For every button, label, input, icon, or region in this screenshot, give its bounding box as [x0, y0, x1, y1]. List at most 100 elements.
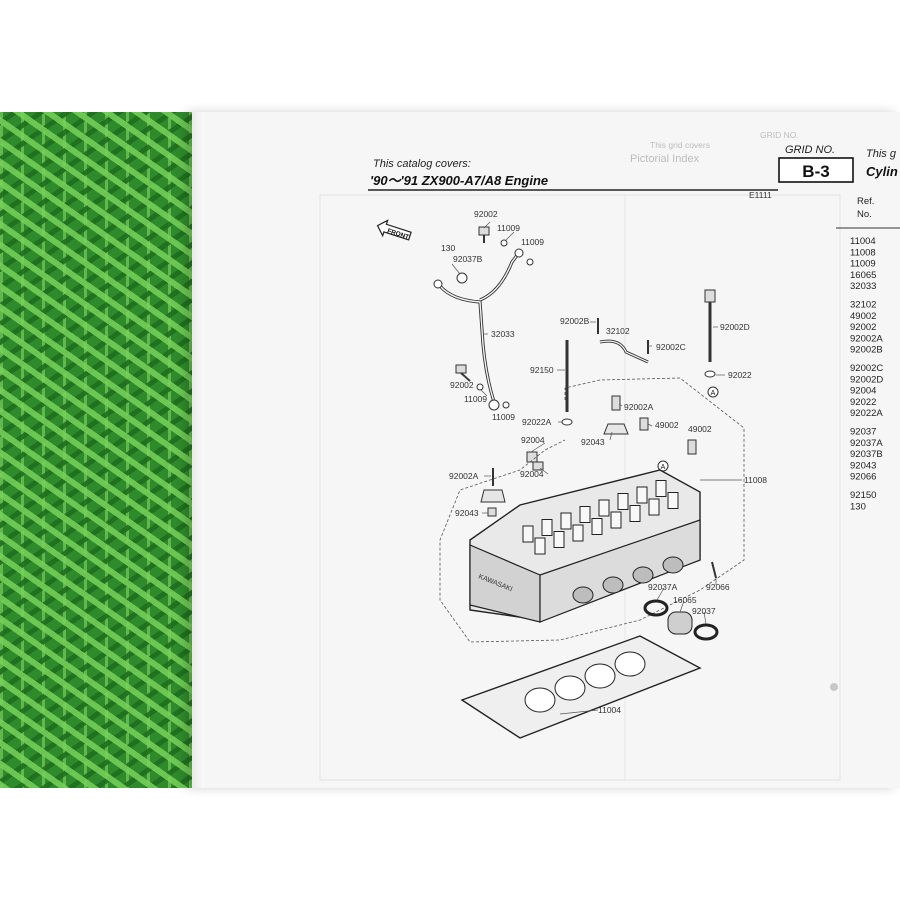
valve-lifter	[598, 499, 610, 517]
callout-A-circle-top	[707, 386, 719, 398]
ref-number-item: 92022	[850, 397, 876, 408]
plug-49002-b	[687, 439, 697, 455]
exhaust-port	[572, 586, 594, 604]
washer-11009-d	[502, 401, 510, 409]
valve-lifter	[629, 505, 641, 522]
label-92043-b: 92043	[455, 508, 479, 518]
valve-lifter	[579, 506, 591, 523]
ref-number-item: 92002D	[850, 374, 883, 385]
label-92022: 92022	[728, 370, 752, 380]
banjo-fitting-left	[433, 279, 443, 289]
valve-lifter	[655, 480, 667, 497]
label-92037B: 92037B	[453, 254, 483, 264]
valve-lifter	[667, 492, 679, 509]
valve-lifter	[534, 537, 546, 555]
grid-no-label: GRID NO.	[785, 144, 835, 156]
gasket-bore	[584, 663, 616, 689]
ref-number-item: 92150	[850, 490, 876, 501]
gasket-bore	[524, 687, 556, 713]
label-49002-b: 49002	[688, 424, 712, 434]
ref-number-item: 16065	[850, 270, 876, 281]
label-92004-b: 92004	[520, 469, 544, 479]
ref-number-item: 92037A	[850, 438, 883, 449]
bleed-frame	[319, 194, 841, 781]
bolt-92002A	[611, 395, 621, 411]
gasket-bore	[554, 675, 586, 701]
ref-number-item: 92004	[850, 386, 876, 397]
label-92004-a: 92004	[521, 435, 545, 445]
valve-lifter	[572, 524, 584, 542]
page-dot-mark	[830, 683, 838, 691]
label-32102: 32102	[606, 326, 630, 336]
label-92002A-b: 92002A	[449, 471, 479, 481]
label-11008: 11008	[744, 475, 767, 485]
label-11009-b: 11009	[521, 237, 544, 247]
grid-no-value: B-3	[802, 162, 829, 181]
ref-number-item: 92066	[850, 472, 876, 483]
illustration-code: E1111	[749, 190, 772, 200]
ref-number-item: 92043	[850, 460, 876, 471]
washer-11009-a	[500, 239, 508, 247]
washer-11009-c	[476, 383, 484, 391]
label-92002-left: 92002	[450, 380, 474, 390]
grid-no-box	[778, 157, 854, 183]
ref-number-item: 32102	[850, 300, 876, 311]
page-edge-shadow	[192, 112, 204, 788]
label-92002C: 92002C	[656, 342, 686, 352]
label-130: 130	[441, 243, 455, 253]
valve-lifter	[636, 486, 648, 504]
bleed-pictorial: Pictorial Index	[630, 153, 700, 165]
ref-header-line2: No.	[857, 209, 872, 220]
label-92066: 92066	[706, 582, 730, 592]
plug-49002-a	[639, 417, 649, 431]
valve-lifter	[591, 518, 603, 535]
washer-92022	[704, 370, 716, 378]
ref-number-item: 92002	[850, 322, 876, 333]
ref-number-item: 11009	[850, 259, 876, 270]
bolt-92002-top	[478, 226, 490, 236]
section-title-partial: Cylin	[866, 164, 898, 179]
bleed-this-grid: This grid covers	[650, 140, 710, 150]
valve-lifter	[541, 519, 553, 536]
front-arrow-icon: FRONT	[376, 219, 412, 241]
label-11009-c: 11009	[464, 394, 487, 404]
valve-lifter	[610, 511, 622, 529]
valve-lifter	[617, 493, 629, 510]
ref-number-item: 92002A	[850, 333, 883, 344]
label-92002D: 92002D	[720, 322, 750, 332]
cam-cap-left	[480, 489, 506, 503]
ref-header-line1: Ref.	[857, 196, 874, 207]
exhaust-port	[632, 566, 654, 584]
valve-lifter	[522, 525, 534, 543]
label-16065: 16065	[673, 595, 697, 605]
exhaust-ports	[572, 556, 684, 604]
ref-number-column: 1100411008110091606532033321024900292002…	[850, 236, 883, 512]
valve-lifter	[560, 512, 572, 530]
ref-number-item: 32033	[850, 281, 876, 292]
label-11004: 11004	[598, 705, 621, 715]
washer-11009-b	[526, 258, 534, 266]
label-92037: 92037	[692, 606, 716, 616]
callout-A-top: A	[711, 390, 716, 397]
label-92043-a: 92043	[581, 437, 605, 447]
washer-92022A	[561, 418, 573, 426]
this-grid-partial: This g	[866, 148, 897, 160]
ref-number-item: 92022A	[850, 408, 883, 419]
banjo-fitting-bottom	[488, 399, 500, 411]
ref-number-item: 92002C	[850, 363, 883, 374]
catalog-covers-label: This catalog covers:	[373, 158, 471, 170]
ref-number-item: 92002B	[850, 345, 883, 356]
dowel-92004-a	[526, 451, 538, 463]
engine-title: '90～'91 ZX900-A7/A8 Engine	[370, 173, 548, 188]
cylinder-head-11008: KAWASAKI	[469, 469, 701, 623]
ref-number-item: 49002	[850, 311, 876, 322]
banjo-fitting-top	[514, 248, 524, 258]
label-49002-a: 49002	[655, 420, 679, 430]
ref-number-item: 92037	[850, 427, 876, 438]
exhaust-port	[602, 576, 624, 594]
label-92002-top: 92002	[474, 209, 498, 219]
dowel-92004-b	[532, 461, 544, 471]
valve-lifter	[648, 498, 660, 516]
holder-16065	[667, 611, 693, 635]
